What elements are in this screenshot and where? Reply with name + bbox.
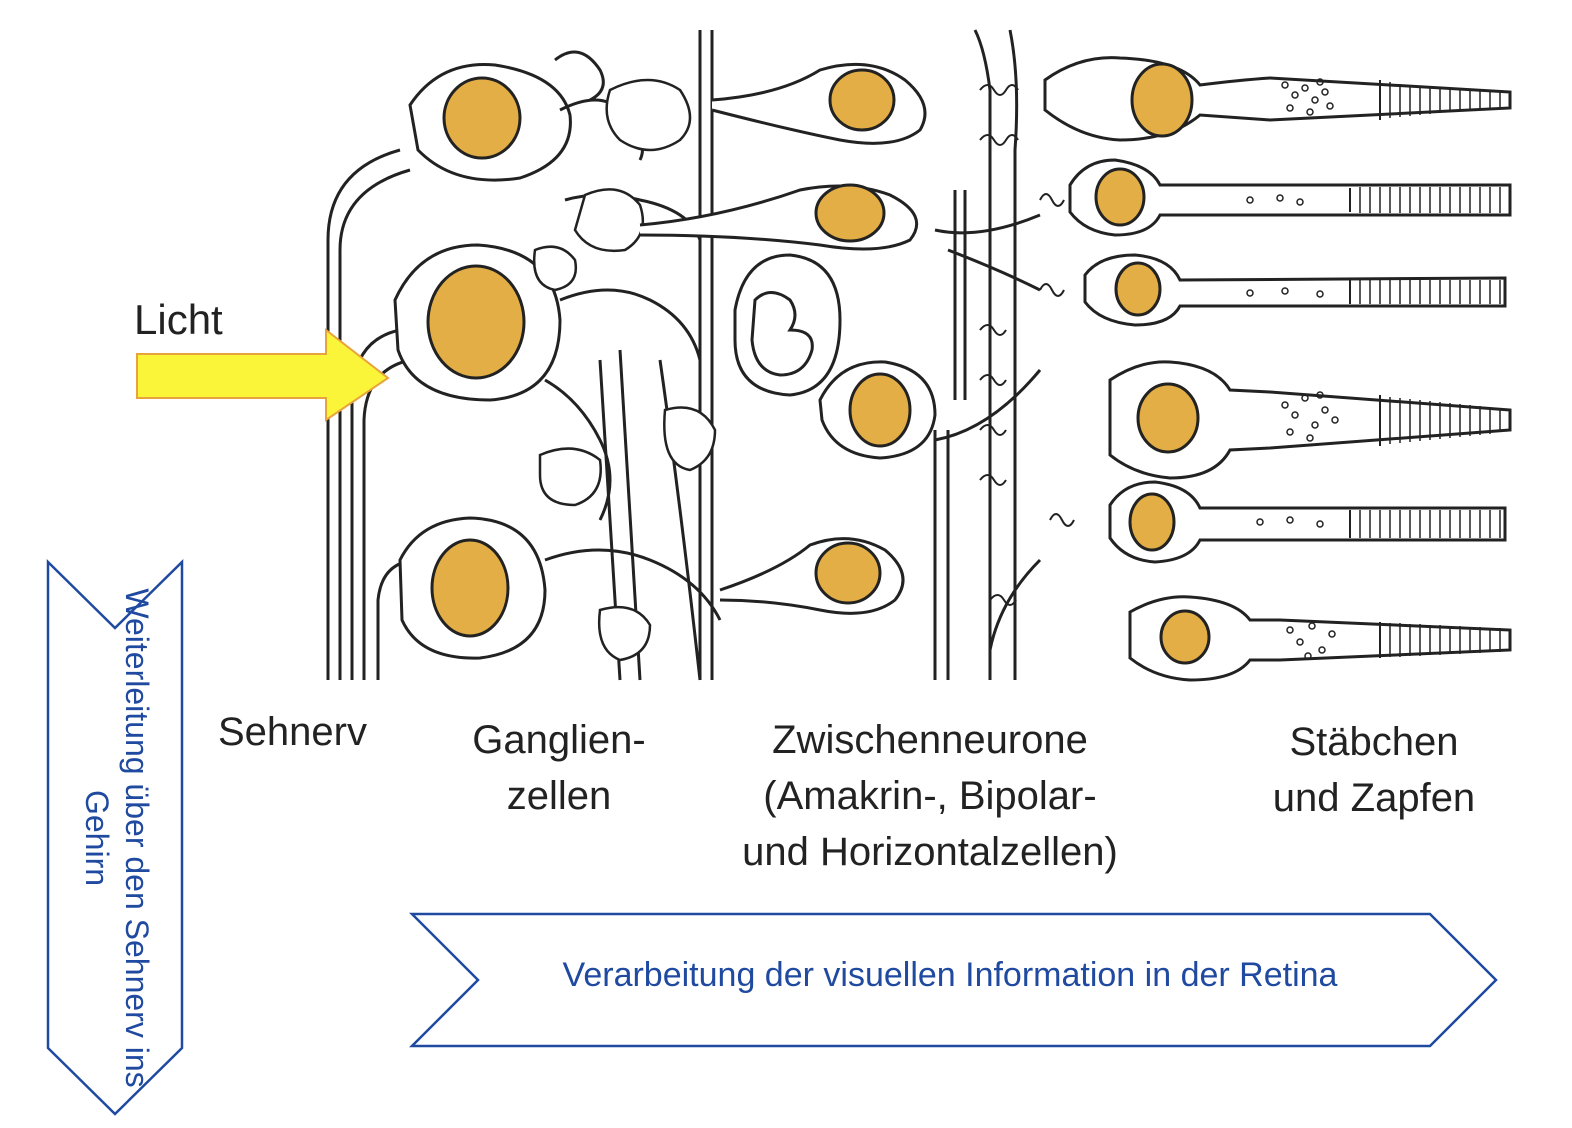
amacrine-cell	[733, 253, 842, 397]
interneurons-label-line: (Amakrin-, Bipolar-	[763, 774, 1097, 818]
horizontal-cell-processes	[933, 29, 1042, 680]
photoreceptors-label-line: Stäbchen	[1289, 720, 1459, 764]
ganglion-nucleus	[430, 538, 510, 638]
light-arrow	[136, 327, 390, 422]
ganglion-cell	[393, 243, 562, 402]
bipolar-cell	[719, 537, 905, 615]
ganglion-label: Ganglien- zellen	[448, 712, 670, 824]
synaptic-ribbons	[979, 84, 1075, 606]
ganglion-cell	[398, 516, 547, 660]
transmission-flow-label: Weiterleitung über den Sehnerv ins Gehir…	[79, 588, 155, 1088]
light-label: Licht	[134, 296, 223, 343]
cone-nucleus	[1136, 382, 1200, 454]
ganglion-label-line: zellen	[506, 774, 612, 818]
cone-nucleus	[1130, 62, 1194, 138]
bipolar-cell	[818, 360, 937, 460]
ganglion-label-line: Ganglien-	[472, 718, 646, 762]
bipolar-nucleus	[814, 541, 882, 605]
bipolar-cell	[639, 183, 919, 251]
rod	[1068, 158, 1512, 237]
photoreceptors-label: Stäbchen und Zapfen	[1240, 714, 1508, 826]
rod-nucleus	[1128, 492, 1176, 552]
cone-nucleus	[1159, 609, 1211, 665]
ganglion-nucleus	[426, 264, 526, 380]
rod-nucleus	[1114, 261, 1162, 317]
bipolar-nucleus	[848, 372, 912, 448]
processing-flow-arrow	[408, 912, 1498, 1048]
interneurons-label-line: Zwischenneurone	[772, 718, 1088, 762]
mitochondria	[1246, 78, 1339, 660]
interneurons-label: Zwischenneurone (Amakrin-, Bipolar- und …	[700, 712, 1160, 880]
photoreceptors-label-line: und Zapfen	[1272, 776, 1476, 820]
bipolar-nucleus	[814, 183, 886, 243]
cone	[1108, 360, 1512, 480]
interneurons-label-line: und Horizontalzellen)	[742, 830, 1118, 874]
cone	[1043, 56, 1512, 142]
optic-nerve-label: Sehnerv	[218, 710, 367, 754]
ganglion-cell	[408, 63, 572, 182]
photoreceptors	[1043, 56, 1512, 682]
ganglion-nucleus	[442, 76, 522, 160]
outer-segment-stacks	[1359, 82, 1501, 657]
processing-flow-label: Verarbeitung der visuellen Information i…	[562, 956, 1338, 994]
rod	[1108, 480, 1507, 564]
transmission-flow-arrow	[46, 559, 184, 1116]
rod	[1083, 253, 1507, 327]
bipolar-nucleus	[828, 68, 896, 132]
ganglion-cells	[393, 63, 572, 660]
cone	[1128, 595, 1512, 682]
bipolar-cell	[711, 62, 927, 145]
rod-nucleus	[1094, 167, 1146, 227]
bipolar-cells	[639, 62, 937, 615]
